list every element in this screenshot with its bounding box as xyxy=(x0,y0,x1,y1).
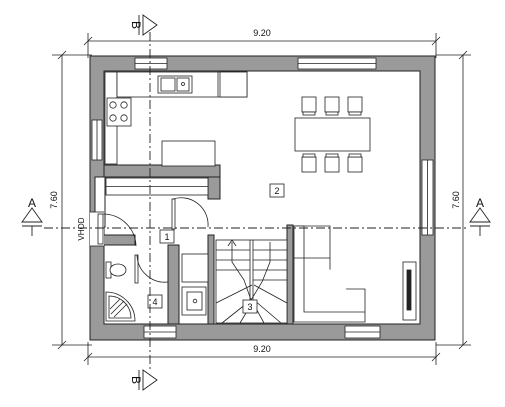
section-marker-b-top xyxy=(138,14,158,36)
toilet-icon xyxy=(105,261,127,279)
section-b-top-label: B xyxy=(129,21,143,29)
svg-text:2: 2 xyxy=(274,186,279,196)
svg-text:4: 4 xyxy=(152,297,157,307)
walls xyxy=(89,55,436,341)
dining-table xyxy=(294,117,371,152)
section-a-right-label: A xyxy=(476,196,484,210)
dimension-lines xyxy=(52,33,471,365)
right-height-label: 7.60 xyxy=(451,191,461,209)
bathroom-door xyxy=(134,254,169,284)
dining-chairs xyxy=(301,96,363,173)
room-label-4: 4 xyxy=(147,294,163,309)
wardrobe xyxy=(105,177,209,196)
left-height-label: 7.60 xyxy=(49,191,59,209)
kitchen-island xyxy=(161,140,216,167)
section-b-bottom-label: B xyxy=(129,376,143,384)
svg-text:1: 1 xyxy=(164,232,169,242)
tv-unit xyxy=(402,261,417,321)
bottom-width-label: 9.20 xyxy=(253,344,271,354)
sofa xyxy=(293,225,366,323)
section-marker-a-right xyxy=(469,207,491,236)
washbasin-icon xyxy=(181,286,207,316)
room-label-1: 1 xyxy=(159,229,175,244)
entry-label: VHOD xyxy=(77,217,86,240)
sink-icon xyxy=(157,75,193,94)
windows xyxy=(91,57,434,339)
svg-text:3: 3 xyxy=(247,302,252,312)
section-marker-b-bottom xyxy=(138,369,158,391)
entry-door xyxy=(90,211,137,247)
room-label-3: 3 xyxy=(242,299,258,314)
hall-door xyxy=(171,197,209,230)
storage-cabinet xyxy=(181,253,209,283)
room-label-2: 2 xyxy=(269,183,285,198)
top-width-label: 9.20 xyxy=(253,28,271,38)
section-a-left-label: A xyxy=(28,196,36,210)
cooktop-icon xyxy=(106,97,132,127)
section-marker-a-left xyxy=(21,207,43,236)
shower-icon xyxy=(105,291,136,322)
